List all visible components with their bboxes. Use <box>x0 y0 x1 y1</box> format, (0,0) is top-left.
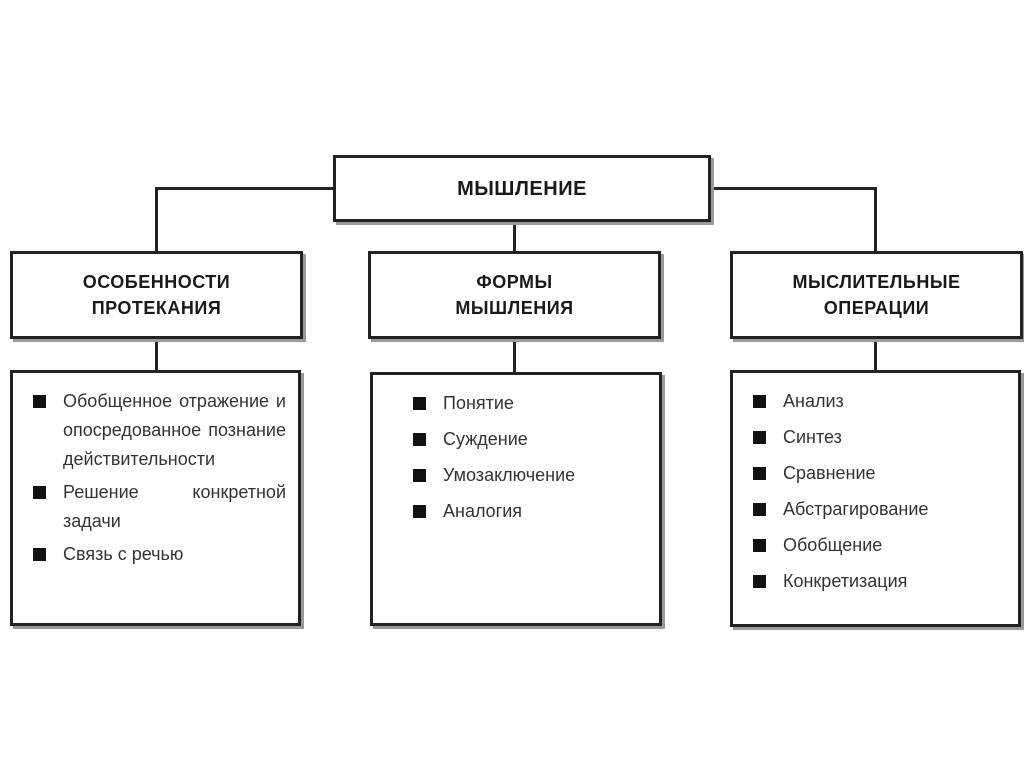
col1-list: Обобщенное отражение и опосредованное по… <box>10 370 301 626</box>
col1-title-line1: ОСОБЕННОСТИ <box>82 272 231 292</box>
col2-list: Понятие Суждение Умозаключение Аналогия <box>370 372 662 626</box>
col1-header: ОСОБЕННОСТИ ПРОТЕКАНИЯ <box>10 251 303 339</box>
list-item: Понятие <box>411 389 647 418</box>
col2-title-line2: МЫШЛЕНИЯ <box>455 298 574 318</box>
list-item: Суждение <box>411 425 647 454</box>
root-label: МЫШЛЕНИЕ <box>457 177 587 200</box>
col2-title-line1: ФОРМЫ <box>476 272 553 292</box>
connector-col2-header-to-list <box>513 337 516 373</box>
connector-root-horizontal-left <box>155 187 335 190</box>
root-node: МЫШЛЕНИЕ <box>333 155 711 222</box>
list-item: Обобщенное отражение и опосредованное по… <box>31 387 286 474</box>
list-item: Конкретизация <box>751 567 1006 596</box>
list-item: Анализ <box>751 387 1006 416</box>
list-item: Обобщение <box>751 531 1006 560</box>
col2-header: ФОРМЫ МЫШЛЕНИЯ <box>368 251 661 339</box>
list-item: Синтез <box>751 423 1006 452</box>
connector-root-to-col3 <box>874 187 877 251</box>
col3-title-line1: МЫСЛИТЕЛЬНЫЕ <box>792 272 961 292</box>
list-item: Сравнение <box>751 459 1006 488</box>
list-item: Абстрагирование <box>751 495 1006 524</box>
connector-root-to-col2 <box>513 220 516 251</box>
connector-root-horizontal-right <box>709 187 877 190</box>
connector-col3-header-to-list <box>874 337 877 371</box>
connector-col1-header-to-list <box>155 337 158 371</box>
col3-list: Анализ Синтез Сравнение Абстрагирование … <box>730 370 1021 627</box>
col1-title-line2: ПРОТЕКАНИЯ <box>91 298 222 318</box>
connector-root-to-col1 <box>155 187 158 251</box>
list-item: Связь с речью <box>31 540 286 569</box>
col3-header: МЫСЛИТЕЛЬНЫЕ ОПЕРАЦИИ <box>730 251 1023 339</box>
list-item: Аналогия <box>411 497 647 526</box>
list-item: Решение конкретной задачи <box>31 478 286 536</box>
list-item: Умозаключение <box>411 461 647 490</box>
col3-title-line2: ОПЕРАЦИИ <box>823 298 930 318</box>
